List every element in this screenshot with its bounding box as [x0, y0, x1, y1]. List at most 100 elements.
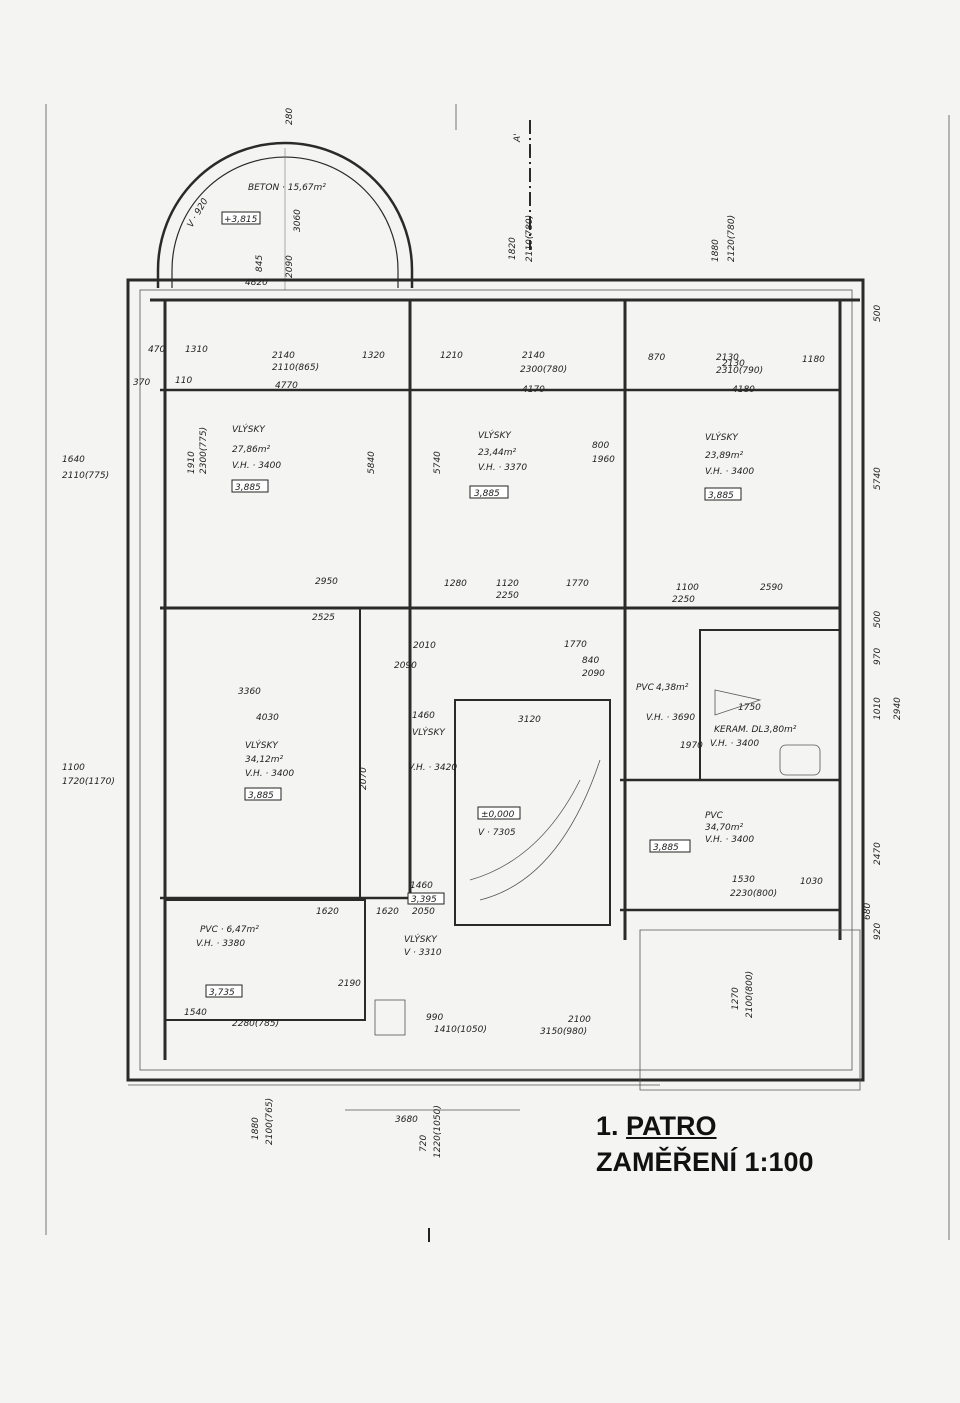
room-area: 3,80m²	[764, 725, 797, 735]
dimension-interior-18: 110	[175, 376, 192, 386]
room-height: V.H. · 3370	[478, 463, 527, 473]
dimension-interior-33: 1770	[564, 640, 587, 650]
dimension-top-0: 1820	[508, 237, 518, 260]
room-area: 4,38m²	[656, 683, 689, 693]
room-ne: VLÝSKY 23,89m² V.H. · 3400 3,885	[704, 431, 754, 501]
dimension-interior-44: 1460	[410, 881, 433, 891]
dimension-interior-26: 2525	[312, 613, 335, 623]
section-marker: A'	[513, 120, 531, 250]
dimension-right-4: 1010	[873, 697, 883, 720]
room-floor: PVC · 6,47m²	[200, 925, 259, 935]
dimension-interior-24: 1960	[592, 455, 615, 465]
room-w: VLÝSKY 34,12m² V.H. · 3400 3,885	[244, 739, 294, 801]
dimension-interior-57: 3150(980)	[540, 1027, 587, 1037]
dimension-top-4: 280	[285, 108, 295, 125]
room-height: V.H. · 3400	[245, 769, 294, 779]
dimension-right-1: 5740	[873, 467, 883, 490]
dimension-interior-22: 5740	[433, 451, 443, 474]
room-area: 34,12m²	[245, 755, 284, 765]
dimension-interior-36: 1100	[676, 583, 699, 593]
building-walls	[126, 278, 865, 1111]
dimension-interior-51: 1530	[732, 875, 755, 885]
dimension-interior-55: 1970	[680, 741, 703, 751]
dimension-interior-59: 1410(1050)	[434, 1025, 487, 1035]
dimension-interior-12: 2310(790)	[716, 366, 763, 376]
dimension-interior-42: 3360	[238, 687, 261, 697]
dimension-interior-54: 1750	[738, 703, 761, 713]
bath-ne: PVC 4,38m² V.H. · 3690	[636, 683, 695, 723]
dimension-interior-32: 1770	[566, 579, 589, 589]
dimension-interior-14: 1180	[802, 355, 825, 365]
dimension-interior-28: 2090	[394, 661, 417, 671]
dimension-interior-34: 840	[582, 656, 599, 666]
dimension-bottom-4: 1220(1050)	[433, 1105, 443, 1158]
room-level: ±0,000	[481, 810, 515, 820]
dimension-interior-7: 2140	[522, 351, 545, 361]
room-level: 3,885	[235, 483, 261, 493]
dimension-interior-11: 2130	[716, 353, 739, 363]
dimension-interior-20: 2300(775)	[199, 427, 209, 474]
room-area: 23,89m²	[705, 451, 744, 461]
room-height: V.H. · 3400	[705, 467, 754, 477]
dimension-right-8: 680	[863, 903, 873, 920]
dimension-interior-3: 2110(865)	[272, 363, 319, 373]
dimension-left-1: 2110(775)	[62, 471, 109, 481]
dimension-interior-35: 2090	[582, 669, 605, 679]
room-floor: VLÝSKY	[404, 933, 438, 945]
dimension-interior-27: 2010	[413, 641, 436, 651]
room-floor: VLÝSKY	[705, 431, 739, 443]
room-floor: VLÝSKY	[478, 429, 512, 441]
section-marker-label: A'	[513, 133, 523, 143]
dimension-interior-45: 2050	[412, 907, 435, 917]
dimension-interior-31: 2250	[496, 591, 519, 601]
room-height: V.H. · 3400	[710, 739, 759, 749]
dimension-interior-50: 1620	[376, 907, 399, 917]
wc-sw: PVC · 6,47m² V.H. · 3380 3,735	[196, 925, 259, 998]
dimension-top-1: 2110(780)	[525, 215, 535, 262]
sheet-subtitle: ZAMĚŘENÍ 1:100	[596, 1147, 814, 1177]
dimension-interior-52: 2230(800)	[730, 889, 777, 899]
sheet-name: PATRO	[626, 1111, 717, 1141]
room-height: V.H. · 3380	[196, 939, 245, 949]
bath-tiles: KERAM. DL. 3,80m² V.H. · 3400	[710, 725, 797, 749]
dimension-interior-56: 2100	[568, 1015, 591, 1025]
dimension-top-2: 1880	[711, 239, 721, 262]
sheet-number: 1.	[596, 1111, 619, 1141]
dimension-interior-1: 845	[255, 255, 265, 272]
dimension-interior-58: 990	[426, 1013, 443, 1023]
room-area: 34,70m²	[705, 823, 744, 833]
dimension-interior-30: 1120	[496, 579, 519, 589]
room-area: 23,44m²	[478, 448, 517, 458]
dimension-interior-39: 4030	[256, 713, 279, 723]
dimension-interior-10: 870	[648, 353, 665, 363]
dimension-top-7: 2130	[722, 359, 745, 369]
room-floor: PVC	[705, 811, 724, 821]
room-area: 27,86m²	[232, 445, 271, 455]
dimension-left-0: 1640	[62, 455, 85, 465]
room-level: 3,885	[474, 489, 500, 499]
dimension-interior-40: 3120	[518, 715, 541, 725]
dimension-interior-16: 1310	[185, 345, 208, 355]
corridor-s: 3,395 VLÝSKY V · 3310	[404, 892, 445, 958]
dimension-interior-13: 4180	[732, 385, 755, 395]
room-floor: KERAM. DL.	[714, 725, 766, 735]
dimension-right-7: 920	[873, 923, 883, 940]
dimension-bottom-3: 720	[419, 1135, 429, 1152]
dimension-interior-5: 1320	[362, 351, 385, 361]
dimension-right-2: 500	[873, 611, 883, 628]
drawing-frame	[45, 104, 950, 1240]
dimension-interior-2: 2140	[272, 351, 295, 361]
dimension-interior-15: 470	[148, 345, 165, 355]
dimension-interior-8: 2300(780)	[520, 365, 567, 375]
dimension-top-3: 2120(780)	[727, 215, 737, 262]
sheet-title-line1: 1. PATRO	[596, 1108, 814, 1144]
dimension-interior-21: 5840	[367, 451, 377, 474]
room-floor: PVC	[636, 683, 655, 693]
balcony-material: BETON · 15,67m²	[248, 183, 326, 193]
dimension-bottom-6: 2100(800)	[745, 971, 755, 1018]
room-height: V.H. · 3420	[408, 763, 457, 773]
